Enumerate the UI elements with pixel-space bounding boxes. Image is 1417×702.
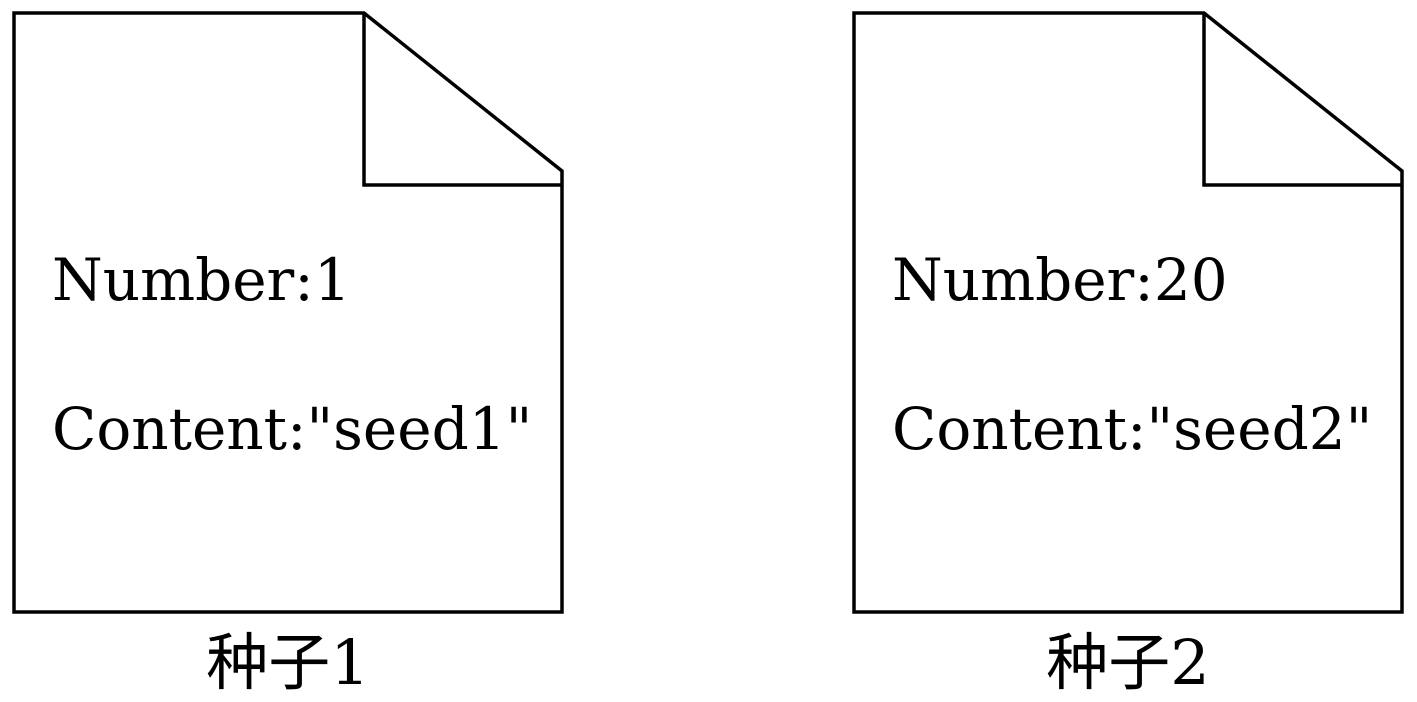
seed-number-label: Number:20: [892, 246, 1228, 314]
seed-document-2: Number:20 Content:"seed2" 种子2: [852, 11, 1404, 699]
folded-corner: [1202, 13, 1402, 187]
folded-corner: [362, 13, 562, 187]
document-outline: [852, 11, 1404, 614]
seed-document-1: Number:1 Content:"seed1" 种子1: [12, 11, 564, 699]
seed-caption: 种子2: [1046, 626, 1209, 699]
seed-content-label: Content:"seed1": [52, 395, 532, 463]
seed-content-label: Content:"seed2": [892, 395, 1372, 463]
seed-number-label: Number:1: [52, 246, 351, 314]
document-outline: [12, 11, 564, 614]
seed-caption: 种子1: [206, 626, 369, 699]
